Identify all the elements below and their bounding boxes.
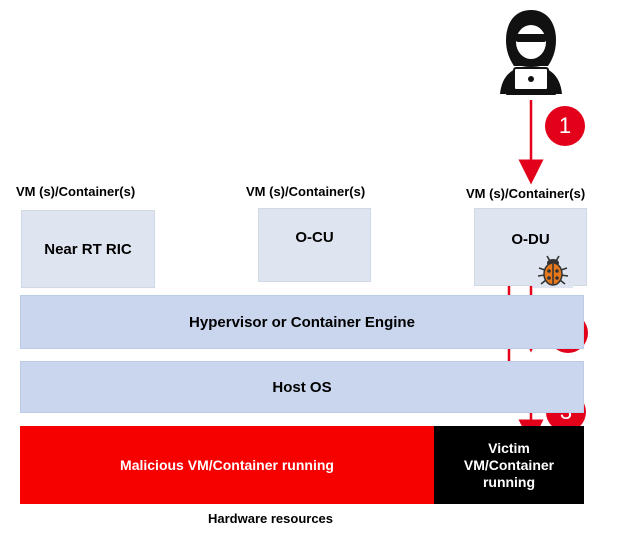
victim-label-line2: VM/Container — [463, 456, 555, 473]
hacker-icon — [476, 0, 586, 108]
hardware-resources-label: Hardware resources — [208, 511, 334, 526]
o-du-label: O-DU — [511, 231, 550, 248]
victim-label-line1: Victim — [488, 439, 530, 456]
vm-label-left: VM (s)/Container(s) — [16, 184, 136, 199]
malicious-vm-block: Malicious VM/Container running — [20, 426, 434, 504]
o-cu-label: O-CU — [295, 229, 334, 246]
vm-label-right: VM (s)/Container(s) — [466, 186, 586, 201]
hypervisor-layer: Hypervisor or Container Engine — [20, 295, 584, 349]
host-os-label: Host OS — [272, 378, 332, 396]
bug-icon — [533, 252, 573, 288]
step-badge-1: 1 — [545, 106, 585, 146]
host-os-layer: Host OS — [20, 361, 584, 413]
near-rt-ric-box: Near RT RIC — [21, 210, 155, 288]
near-rt-ric-label: Near RT RIC — [44, 240, 132, 258]
malicious-vm-label: Malicious VM/Container running — [120, 457, 334, 473]
victim-label-line3: running — [482, 473, 536, 490]
victim-vm-block: Victim VM/Container running — [434, 426, 584, 504]
hypervisor-label: Hypervisor or Container Engine — [189, 313, 415, 331]
o-cu-box: O-CU — [258, 208, 371, 282]
vm-label-middle: VM (s)/Container(s) — [246, 184, 366, 199]
